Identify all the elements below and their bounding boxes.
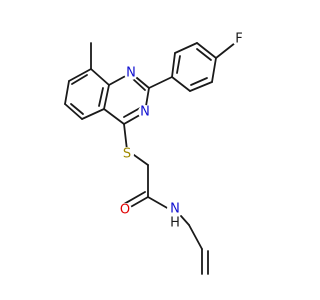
bond-c4-c4a bbox=[103, 108, 125, 125]
bond-ph3-ph4-inner bbox=[196, 48, 212, 61]
bond-ph5-ph6-inner bbox=[190, 77, 208, 86]
bond-n1-c2-inner bbox=[132, 78, 146, 91]
bond-n-ch2-allyl bbox=[180, 215, 190, 226]
bond-ph4-ph5 bbox=[211, 57, 217, 83]
bond-ph5-ph6 bbox=[189, 81, 213, 92]
bond-c6-c5-inner bbox=[70, 103, 84, 115]
amide-nitrogen-label: N bbox=[170, 202, 180, 217]
nitrogen-3-atom: N bbox=[138, 105, 152, 120]
oxygen-label: O bbox=[120, 203, 130, 218]
amide-hydrogen-label: H bbox=[170, 216, 180, 231]
bond-co-n bbox=[147, 196, 170, 210]
sulfur-atom: S bbox=[120, 147, 134, 162]
bond-c4a-c8a-inner bbox=[98, 87, 104, 107]
bond-ph1-ph2 bbox=[171, 52, 176, 78]
bond-co-o-double bbox=[123, 191, 146, 205]
bond-ph4-f bbox=[215, 42, 236, 59]
bond-c7-c6 bbox=[64, 80, 70, 105]
amide-nitrogen-atom: N H bbox=[167, 201, 183, 231]
bond-ph3-ph4 bbox=[196, 42, 217, 59]
bond-n3-c4-inner bbox=[123, 107, 141, 118]
bond-c8-c7 bbox=[68, 68, 92, 82]
bond-c4-s bbox=[123, 123, 128, 151]
bond-c8-c8a bbox=[90, 68, 110, 86]
molecule-structure: F N N S O N H bbox=[64, 31, 246, 275]
sulfur-label: S bbox=[123, 147, 131, 162]
fluorine-label: F bbox=[235, 32, 242, 47]
bond-c5-c4a bbox=[81, 108, 105, 120]
bond-c2-ph1 bbox=[148, 76, 173, 89]
molecule-canvas: F N N S O N H bbox=[64, 31, 246, 275]
fluorine-atom: F bbox=[232, 32, 246, 47]
nitrogen-3-label: N bbox=[140, 105, 150, 120]
bond-c4a-c8a bbox=[103, 84, 110, 110]
nitrogen-1-atom: N bbox=[124, 66, 138, 81]
nitrogen-1-label: N bbox=[126, 66, 136, 81]
bond-ph6-ph1 bbox=[171, 76, 191, 92]
bond-c8-c7-inner bbox=[71, 74, 88, 85]
oxygen-atom: O bbox=[118, 203, 132, 218]
bond-allyl-ch2-ch bbox=[188, 224, 203, 250]
bond-ph1-ph2-inner bbox=[176, 55, 181, 74]
bond-c6-c5 bbox=[64, 103, 83, 120]
bond-ph2-ph3 bbox=[174, 42, 198, 54]
